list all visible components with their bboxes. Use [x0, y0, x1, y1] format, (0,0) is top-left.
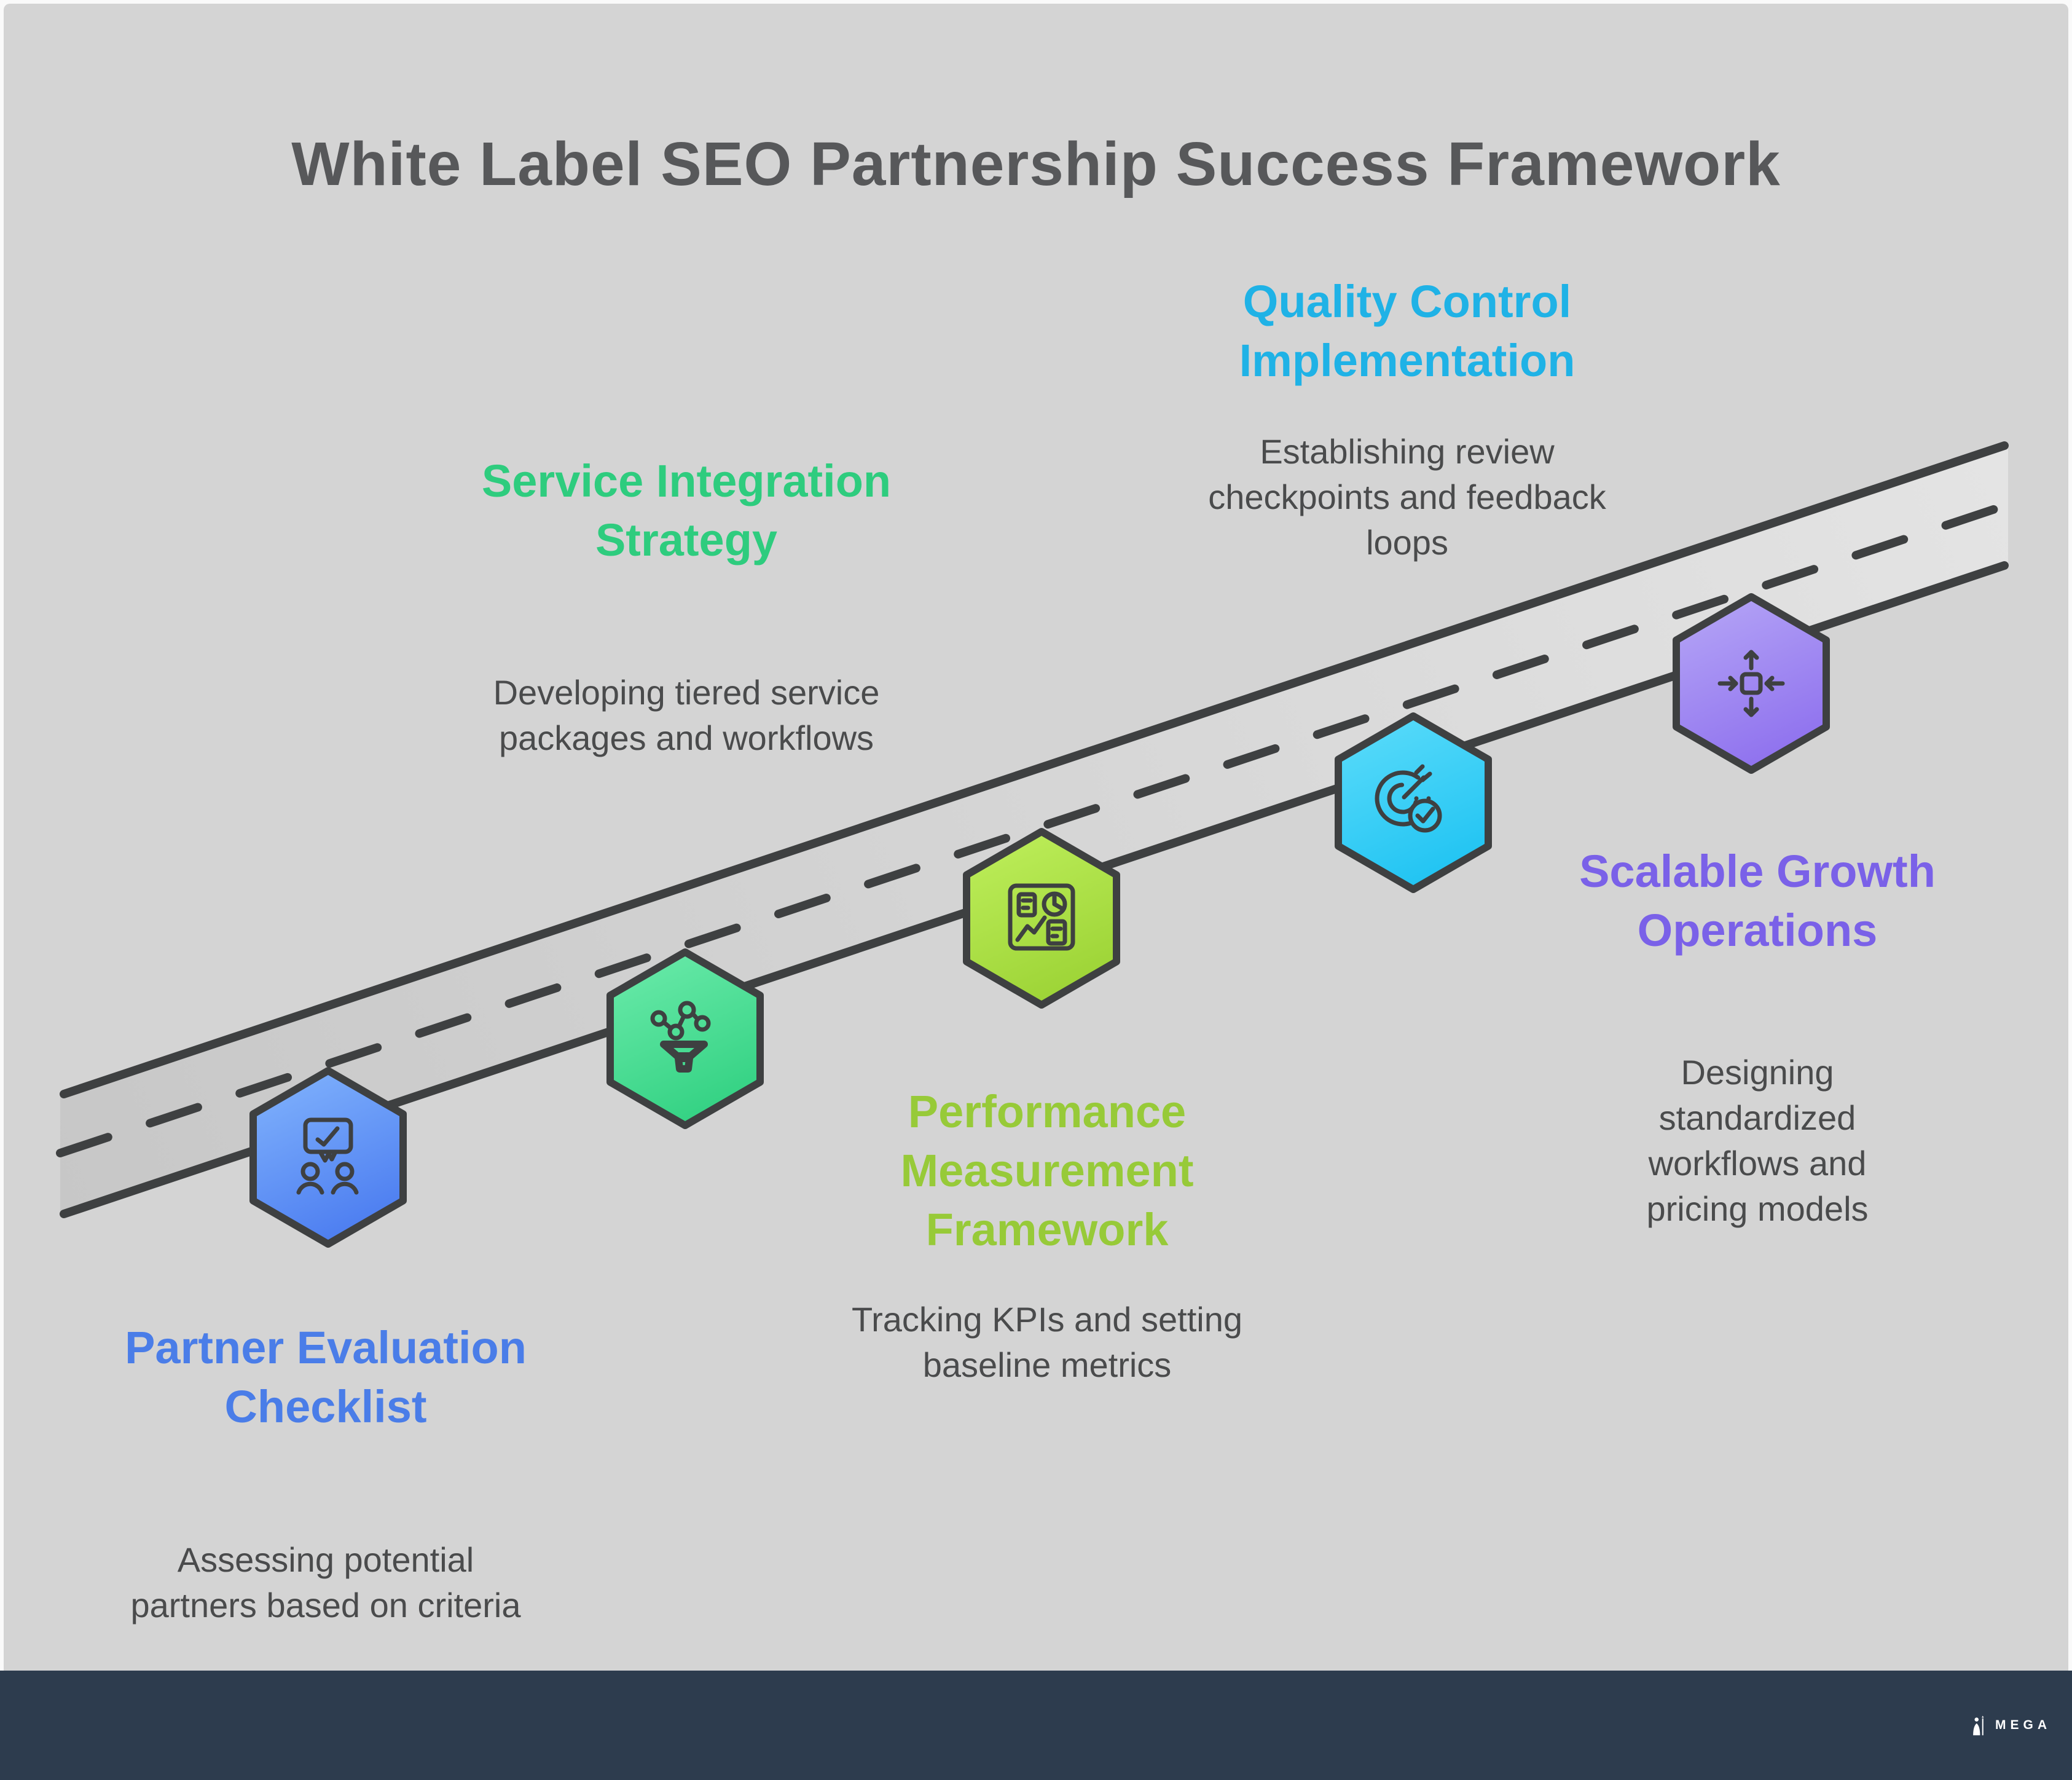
step-5-title: Scalable Growth Operations: [1579, 846, 1936, 956]
milestone-hexagon-1: [249, 1067, 407, 1248]
step-5-description: Designing standardized workflows and pri…: [1646, 1053, 1869, 1228]
step-2-title: Service Integration Strategy: [481, 455, 892, 565]
quality-control-icon: [1375, 764, 1442, 833]
partner-evaluation-icon: [296, 1117, 359, 1195]
step-3-description: Tracking KPIs and setting baseline metri…: [851, 1300, 1242, 1384]
brand-name: MEGA: [1995, 1718, 2051, 1732]
step-2-description: Developing tiered service packages and w…: [493, 673, 880, 757]
mega-statue-logo-icon: [1973, 1715, 1984, 1736]
step-1-description: Assessing potential partners based on cr…: [130, 1540, 521, 1624]
road-top-edge: [60, 441, 2009, 1098]
footer-bar: MEGA: [0, 1671, 2072, 1780]
milestone-hexagon-2: [606, 948, 764, 1129]
performance-dashboard-icon: [1008, 883, 1075, 951]
milestone-hexagon-4: [1335, 712, 1492, 893]
road-surface: [60, 444, 2008, 1213]
step-1-title: Partner Evaluation Checklist: [125, 1322, 527, 1432]
milestone-hexagon-5: [1673, 593, 1830, 774]
step-4-title: Quality Control Implementation: [1239, 276, 1576, 386]
step-3-title: Performance Measurement Framework: [900, 1086, 1194, 1255]
brand-lockup: MEGA: [1968, 1671, 2051, 1780]
step-4-description: Establishing review checkpoints and feed…: [1208, 432, 1606, 562]
service-integration-icon: [650, 1001, 711, 1073]
scalable-growth-icon: [1717, 650, 1785, 717]
road-center-dashed-line: [56, 500, 2012, 1157]
milestone-hexagon-3: [963, 828, 1120, 1009]
page-title: White Label SEO Partnership Success Fram…: [291, 130, 1781, 199]
